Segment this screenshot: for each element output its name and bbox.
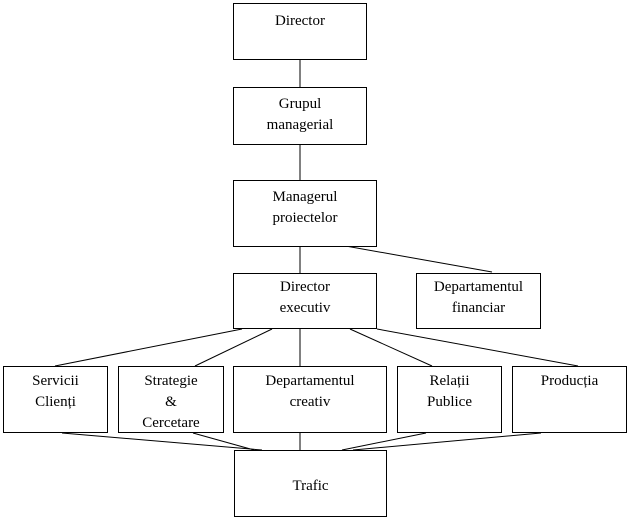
connector-executiv-relatii <box>349 328 433 367</box>
node-relatii-publice: Relații Publice <box>397 366 502 433</box>
connector-relatii-trafic <box>341 432 427 451</box>
connector-executiv-productia <box>376 328 579 367</box>
connector-managerul-dep-financiar <box>339 244 493 273</box>
node-strategie-cercetare: Strategie & Cercetare <box>118 366 224 433</box>
connector-executiv-servicii <box>54 328 243 367</box>
node-director: Director <box>233 3 367 60</box>
connector-strategie-trafic <box>192 432 255 451</box>
node-departamentul-creativ-label: Departamentul creativ <box>265 373 355 410</box>
node-grupul-managerial-label: Grupul managerial <box>266 96 334 133</box>
node-director-executiv: Director executiv <box>233 273 377 329</box>
node-trafic: Trafic <box>234 450 387 517</box>
connector-servicii-trafic <box>61 432 263 451</box>
node-productia-label: Producția <box>540 373 599 389</box>
node-managerul-proiectelor-label: Managerul proiectelor <box>272 189 338 226</box>
node-departamentul-creativ: Departamentul creativ <box>233 366 387 433</box>
node-servicii-clienti-label: Servicii Clienți <box>32 373 79 410</box>
node-director-label: Director <box>275 13 325 29</box>
node-director-executiv-label: Director executiv <box>279 279 331 316</box>
node-trafic-label: Trafic <box>292 478 329 494</box>
node-managerul-proiectelor: Managerul proiectelor <box>233 180 377 247</box>
node-productia: Producția <box>512 366 627 433</box>
node-strategie-cercetare-label: Strategie & Cercetare <box>142 373 200 431</box>
node-departamentul-financiar: Departamentul financiar <box>416 273 541 329</box>
node-departamentul-financiar-label: Departamentul financiar <box>433 279 524 316</box>
node-relatii-publice-label: Relații Publice <box>427 373 472 410</box>
connector-productia-trafic <box>352 432 542 451</box>
node-grupul-managerial: Grupul managerial <box>233 87 367 145</box>
connector-executiv-strategie <box>194 328 273 367</box>
node-servicii-clienti: Servicii Clienți <box>3 366 108 433</box>
